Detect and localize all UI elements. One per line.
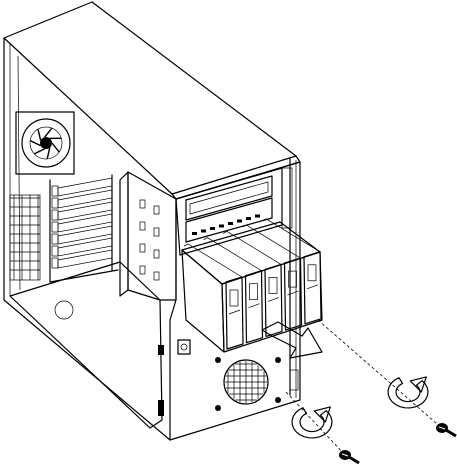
led-indicator [215,357,221,363]
slot-bracket-tab [52,258,58,268]
screw-hole [215,405,221,411]
cage-hole [140,222,145,230]
expansion-slot-cover [58,250,112,268]
hdd-tray-handle [308,265,316,281]
cage-hole [140,266,145,274]
fan-blade [30,141,40,146]
floor-standoff [88,288,92,292]
vent-hole [201,230,206,233]
chassis-floor [10,262,162,428]
screw-guide-lines [286,320,444,456]
vent-hole [255,215,260,218]
floor-standoff [108,312,112,316]
floor-standoff [138,358,142,362]
cage-hole [154,250,159,258]
fan-blade [47,148,50,159]
expansion-slot-cover [58,238,112,256]
panel-notch [158,400,164,416]
hdd-tray-handle [230,290,238,306]
drive-cage-left-wall [120,172,176,300]
hdd-tray [265,264,282,336]
cage-hole [154,272,159,280]
hdd-tray-latch [249,304,260,308]
rear-fan [16,112,74,174]
floor-standoff-cluster [55,301,73,319]
cage-hole [154,206,159,214]
cage-hole [154,228,159,236]
hdd-tray [246,271,263,343]
rotate-counterclockwise-icon [388,377,428,408]
led-indicator [275,357,281,363]
optical-drive-bay-2 [186,198,272,242]
rear-vent-mesh [10,195,40,280]
hdd-tray-handle [269,277,277,293]
hdd-tray-rail [262,219,320,252]
keylock [178,340,190,354]
cage-hole [140,244,145,252]
expansion-slot-cover [58,202,112,220]
pull-out-arrow-icon [262,322,322,358]
lower-front-area [158,340,298,416]
guide-line-upper [318,320,444,430]
vent-hole [192,232,197,235]
hdd-cage-side [182,250,224,352]
rear-vent-mesh-lines [10,195,40,280]
fan-blade [52,143,59,152]
cage-hole [140,200,145,208]
vent-hole [228,222,233,225]
slot-bracket-tab [52,246,58,256]
vent-hole [237,220,242,223]
hdd-cage [182,219,322,352]
vent-hole [210,227,215,230]
hdd-tray-rail [204,238,262,271]
hdd-tray-latch [307,285,318,289]
panel-notch [158,345,164,355]
top-panel-surface [4,2,296,194]
hdd-tray-latch [268,297,279,301]
expansion-slot-cover [58,214,112,232]
screw-hole [275,397,281,403]
hdd-tray [226,277,243,349]
hdd-tray-latch [229,310,240,314]
fan-blade [45,128,52,137]
rear-latch [290,370,298,390]
hdd-tray-handle [250,284,258,300]
expansion-slot-cover [58,190,112,208]
guide-line-lower [286,392,346,456]
vent-hole [246,217,251,220]
external-bay-area [176,168,282,255]
rotate-counterclockwise-icon [292,407,332,438]
vent-hole [219,225,224,228]
slot-bracket-tab [52,222,58,232]
slot-bracket-tab [52,186,58,196]
expansion-slot-cover [58,178,112,196]
hdd-tray [285,258,302,330]
expansion-slot-cover [58,226,112,244]
front-panel-face [170,162,300,440]
screw-icon [339,450,359,463]
chassis-rear-wall [4,38,170,440]
fan-blade [38,129,41,140]
chassis-front-panel [170,158,300,440]
cage-side-holes [140,200,159,280]
hdd-tray [304,252,321,324]
screw-icon [436,423,456,436]
slot-bracket-tab [52,234,58,244]
fan-blade [34,149,44,154]
chassis-top-panel [4,2,300,199]
top-panel-front-lip [172,156,300,199]
hdd-tray-rail [184,244,242,277]
slot-bracket-tab [52,210,58,220]
hdd-tray-latch [288,291,299,295]
front-fan-grill-lines [225,361,267,403]
external-bay-frame [176,168,282,255]
slot-bracket-tab [52,198,58,208]
chassis-floor-surface [10,262,162,428]
